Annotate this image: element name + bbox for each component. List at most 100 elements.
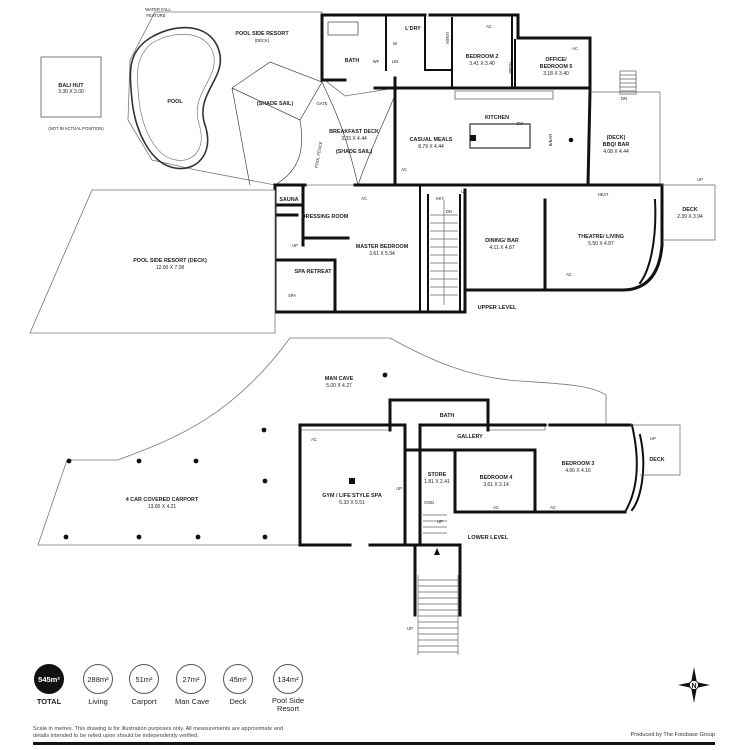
dw-label: DW <box>517 121 524 126</box>
laundry-name: L'DRY <box>405 26 421 32</box>
pool-deck-big-name: POOL SIDE RESORT (DECK) <box>133 258 207 264</box>
shade-sail-1: (SHADE SAIL) <box>257 101 293 107</box>
stat-deck-label: Deck <box>229 697 247 706</box>
dining-name: DINING/ BAR <box>485 238 519 244</box>
theatre-name: THEATRE/ LIVING <box>578 234 624 240</box>
compass-icon: N <box>678 667 710 703</box>
bbq-deck-name2: BBQ/ BAR <box>603 142 630 148</box>
sauna-name: SAUNA <box>279 197 298 203</box>
gym-dims: 5.33 X 5.51 <box>339 500 365 506</box>
kitchen-name: KITCHEN <box>485 115 509 121</box>
carport-outline <box>37 337 607 546</box>
ac-casual: AC <box>401 167 407 172</box>
stat-total: 545m² TOTAL <box>33 664 65 706</box>
up-sauna: UP <box>292 243 298 248</box>
stat-pool-side: 134m² Pool Side Resort <box>269 664 307 713</box>
stat-carport: 51m² Carport <box>128 664 160 706</box>
gym-name: GYM / LIFE STYLE SPA <box>322 493 382 499</box>
pool-deck-top-name: POOL SIDE RESORT <box>235 31 289 37</box>
lower-level-label: LOWER LEVEL <box>468 535 509 541</box>
man-cave-name: MAN CAVE <box>325 376 354 382</box>
breakfast-deck-name: BREAKFAST DECK <box>329 129 379 135</box>
stat-carport-value: 51m² <box>129 664 159 694</box>
stat-pool-side-value: 134m² <box>273 664 303 694</box>
bbq-deck-dims: 4.08 X 4.44 <box>603 149 629 155</box>
carport-posts <box>63 372 388 540</box>
pool-outline <box>129 26 222 170</box>
up-store: UP <box>437 519 443 524</box>
void-label: VOID <box>424 500 434 505</box>
man-cave-dims: 5.00 X 4.27 <box>326 383 352 389</box>
pool-deck-big-dims: 12.00 X 7.08 <box>156 265 185 271</box>
pool-deck-big-outline <box>29 189 276 334</box>
store-dims: 1.81 X 2.41 <box>424 479 450 485</box>
heat-label: HEAT <box>598 192 609 197</box>
linen-label: LINEN <box>445 32 450 44</box>
up-lower-stair: UP <box>407 626 413 631</box>
dressing-name: DRESSING ROOM <box>302 214 349 220</box>
deck-lower-name: DECK <box>649 457 664 463</box>
water-feature-line1: WATER FALL <box>145 7 171 12</box>
spa-retreat-name: SPA RETREAT <box>294 269 332 275</box>
wf-label: WF <box>373 59 380 64</box>
dn-bbq: DN <box>621 96 627 101</box>
upper-walls <box>273 13 664 314</box>
spa-label: SPA <box>288 293 296 298</box>
office-dims: 3.18 X 3.40 <box>543 71 569 77</box>
sky-label: SKY <box>436 196 445 201</box>
floor-plan: BALI HUT 3.30 X 3.00 (NOT IN ACTUAL POSI… <box>29 7 716 655</box>
upper-stair-interior <box>430 200 458 305</box>
stat-total-label: TOTAL <box>36 697 62 706</box>
deck-upper-name: DECK <box>682 207 697 213</box>
stat-living-label: Living <box>88 697 108 706</box>
producer-credit: Produced by The Fotobase Group <box>630 732 715 738</box>
pool-fence-label: POOL FENCE <box>314 141 324 169</box>
deck-upper-outline <box>662 184 716 241</box>
theatre-dims: 5.50 X 4.87 <box>588 241 614 247</box>
stat-total-value: 545m² <box>34 664 64 694</box>
deck-lower-outline <box>630 424 681 476</box>
ac-master: AC <box>361 196 367 201</box>
bedroom2-name: BEDROOM 2 <box>466 54 499 60</box>
pool-name: POOL <box>167 99 183 105</box>
gate-label: GATE <box>316 101 327 106</box>
shade-sail-2: (SHADE SAIL) <box>336 149 372 155</box>
stat-pool-side-label: Pool Side Resort <box>271 696 305 713</box>
stat-deck-value: 45m² <box>223 664 253 694</box>
store-name: STORE <box>428 472 447 478</box>
stat-man-cave: 27m² Man Cave <box>175 664 209 706</box>
bedroom3-dims: 4.66 X 4.16 <box>565 468 591 474</box>
w-label: W <box>393 41 397 46</box>
ac-gym: AC <box>311 437 317 442</box>
shade-sail-lines <box>231 61 396 186</box>
robe-label: ROBE <box>508 62 513 74</box>
carport-dims: 13.00 X 4.21 <box>148 504 177 510</box>
casual-meals-name: CASUAL MEALS <box>410 137 453 143</box>
bbq-deck-name: (DECK) <box>607 135 626 141</box>
up-stair: UP <box>461 189 467 194</box>
bedroom2-dims: 3.41 X 3.40 <box>469 61 495 67</box>
master-name: MASTER BEDROOM <box>356 244 409 250</box>
up-gym: UP <box>396 486 402 491</box>
disclaimer-text: Scale in metres. This drawing is for ill… <box>33 726 284 739</box>
water-feature-line2: FEATURE <box>146 13 165 18</box>
dining-dims: 4.11 X 4.87 <box>489 245 514 251</box>
stat-living-value: 288m² <box>83 664 113 694</box>
lower-walls <box>298 398 645 617</box>
footer-rule <box>33 742 715 745</box>
compass-letter: N <box>691 683 696 690</box>
upper-level-label: UPPER LEVEL <box>478 305 517 311</box>
lin-label: LIN <box>392 59 399 64</box>
ac-office: AC <box>572 46 578 51</box>
ac-theatre: AC <box>566 272 572 277</box>
bath-upper-name: BATH <box>345 58 360 64</box>
stat-living: 288m² Living <box>82 664 114 706</box>
upper-bath-tub <box>327 21 359 36</box>
breakfast-deck-dims: 3.33 X 4.44 <box>341 136 367 142</box>
stair-arrow <box>434 548 440 555</box>
bench-top <box>454 90 554 100</box>
lower-stair <box>417 514 459 655</box>
upper-stair-right <box>619 70 637 95</box>
stat-deck: 45m² Deck <box>222 664 254 706</box>
kitchen-island <box>469 123 531 149</box>
